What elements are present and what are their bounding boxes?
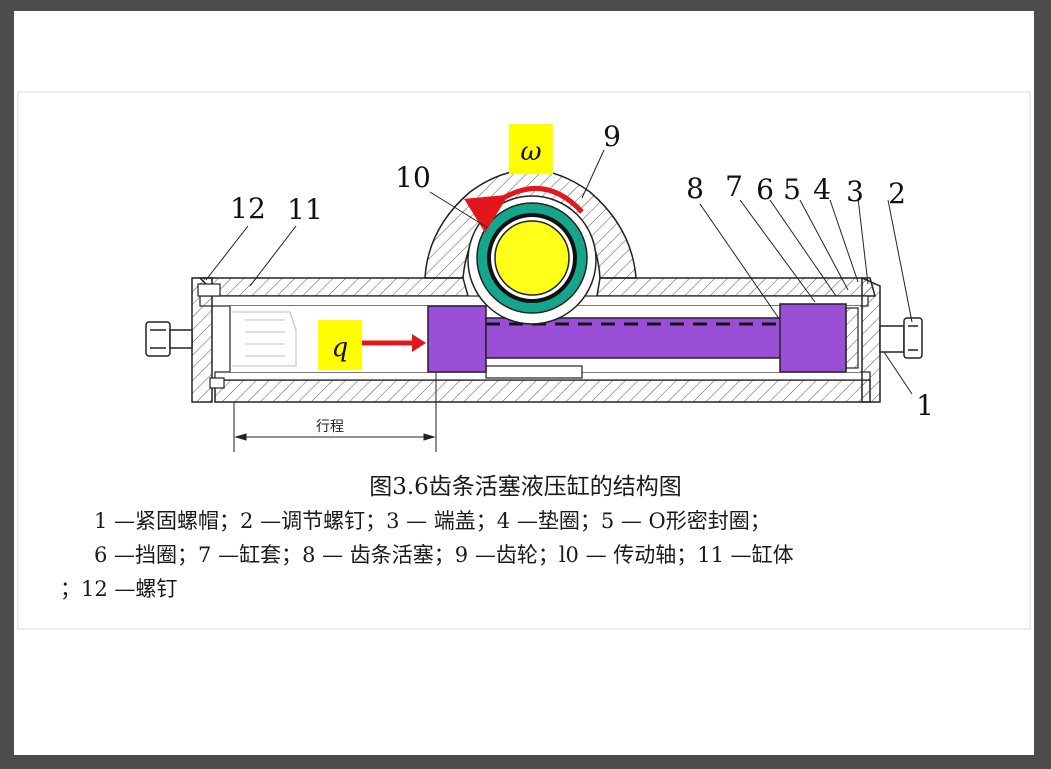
callout-numbers: 1 2 3 4 5 6 7 8 9 10 11 12: [230, 120, 934, 422]
callout-8: 8: [686, 172, 704, 205]
callout-6: 6: [756, 173, 774, 206]
callout-7: 7: [725, 170, 743, 203]
callout-11: 11: [287, 193, 323, 226]
figure-title: 图3.6齿条活塞液压缸的结构图: [369, 474, 682, 500]
flow-label: q: [318, 320, 426, 370]
callout-5: 5: [783, 173, 801, 206]
stroke-dimension: [233, 372, 437, 452]
left-fitting: [145, 321, 193, 357]
legend-line-3: ；12 —螺钉: [60, 577, 178, 601]
callout-3: 3: [846, 175, 864, 208]
omega-label: ω: [509, 124, 553, 174]
rack-piston: [427, 303, 859, 373]
gear-assembly: [467, 195, 597, 325]
callout-leaders: [205, 149, 913, 395]
callout-10: 10: [395, 161, 431, 194]
stroke-label: 行程: [316, 419, 344, 435]
right-fitting: [879, 317, 923, 359]
legend-line-1: 1 —紧固螺帽；2 —调节螺钉；3 — 端盖；4 —垫圈；5 — O形密封圈；: [94, 509, 771, 533]
flow-symbol: q: [332, 333, 349, 363]
legend-line-2: 6 —挡圈；7 —缸套；8 — 齿条活塞；9 —齿轮；l0 — 传动轴；11 —…: [94, 543, 794, 567]
callout-4: 4: [813, 173, 831, 206]
scan-border: [17, 91, 1031, 630]
left-chamber-detail: [232, 311, 297, 367]
rotation-arrow: [463, 185, 584, 233]
omega-symbol: ω: [520, 137, 541, 167]
callout-1: 1: [916, 389, 934, 422]
callout-9: 9: [603, 120, 621, 153]
callout-2: 2: [888, 177, 906, 210]
callout-12: 12: [230, 192, 266, 225]
